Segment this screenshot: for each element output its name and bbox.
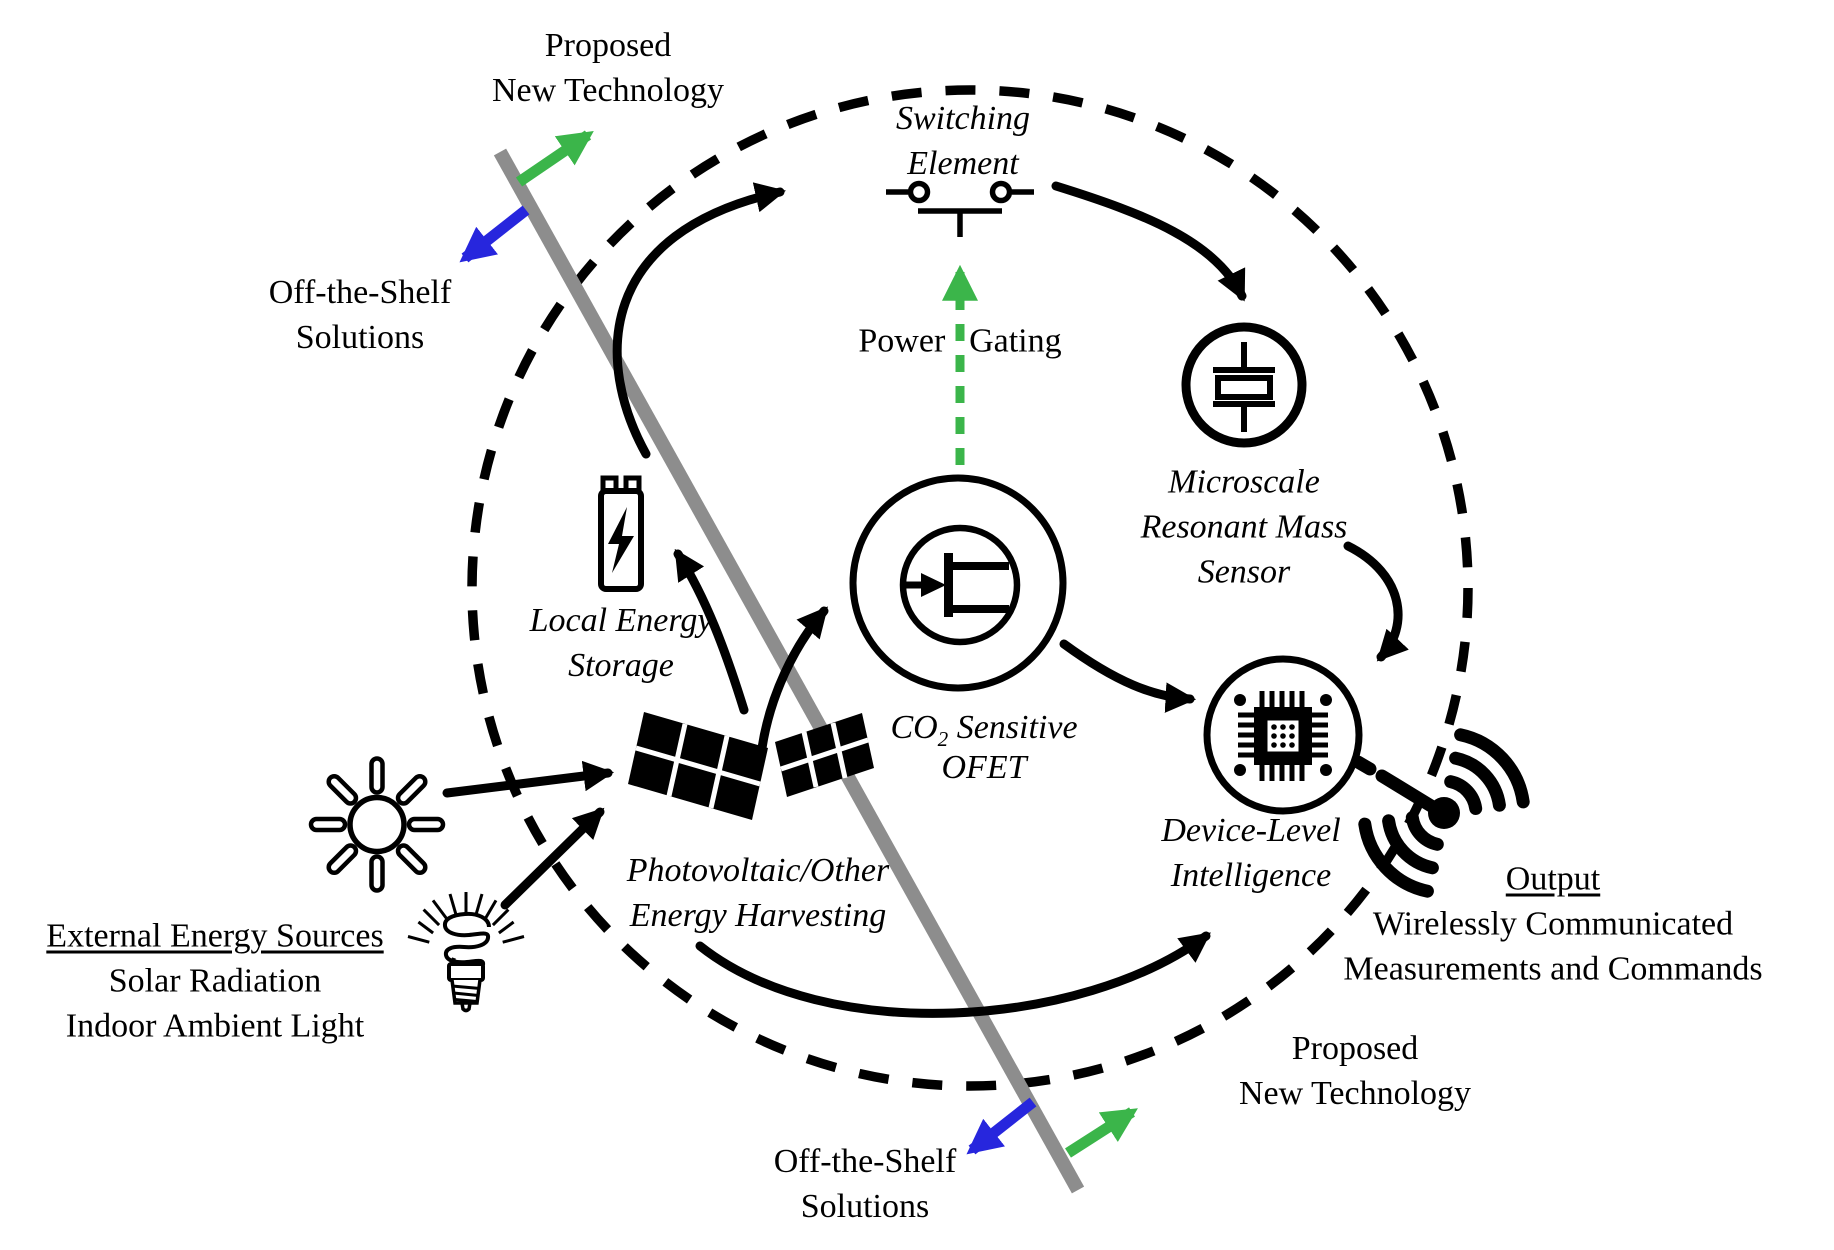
- arrow-proposed-top: [515, 130, 594, 187]
- label-line: Wirelessly Communicated: [1372, 905, 1734, 943]
- label-line: Off-the-Shelf: [268, 274, 452, 311]
- label-line: Device-Level: [1161, 812, 1341, 849]
- label-off-the-shelf-top: Off-the-Shelf Solutions: [269, 270, 452, 360]
- microchip-icon: [1203, 655, 1363, 815]
- label-line: New Technology: [1238, 1075, 1472, 1112]
- arrow-switch-to-sensor: [1051, 181, 1247, 302]
- label-line: OFET: [941, 749, 1027, 786]
- label-line: Photovoltaic/Other: [626, 852, 890, 889]
- label-device-level-intelligence: Device-Level Intelligence: [1161, 808, 1340, 898]
- arrow-storage-to-switch: [612, 182, 786, 459]
- switch-icon: [886, 180, 1034, 237]
- label-co2-sensitive-ofet: CO2 Sensitive OFET: [890, 708, 1077, 788]
- label-line: Storage: [568, 647, 674, 684]
- label-line: Resonant Mass: [1140, 508, 1348, 546]
- label-photovoltaic-energy-harvesting: Photovoltaic/Other Energy Harvesting: [627, 848, 890, 938]
- label-line: Microscale: [1168, 463, 1320, 501]
- label-line: Indoor Ambient Light: [65, 1007, 365, 1045]
- label-line: Intelligence: [1170, 857, 1332, 894]
- label-line: Switching: [895, 100, 1031, 137]
- label-line: Element: [907, 145, 1019, 182]
- wireless-antenna-icon: [1351, 728, 1530, 898]
- system-boundary-dashed-circle: [467, 85, 1473, 1091]
- label-line: Proposed: [544, 27, 672, 64]
- arrow-sun-to-harvest: [442, 760, 615, 798]
- arrow-ofet-to-device: [1059, 639, 1197, 713]
- label-proposed-new-technology-top: Proposed New Technology: [492, 23, 724, 113]
- label-microscale-resonant-mass-sensor: Microscale Resonant Mass Sensor: [1141, 460, 1348, 595]
- label-line: External Energy Sources: [46, 917, 384, 955]
- label-line: Solutions: [800, 1188, 930, 1225]
- arrow-harvest-to-device: [695, 931, 1211, 1018]
- label-line: Proposed: [1291, 1030, 1419, 1067]
- label-output: Output Wirelessly Communicated Measureme…: [1343, 857, 1762, 992]
- label-line: Solar Radiation: [108, 962, 322, 1000]
- label-line: Local Energy: [529, 602, 713, 639]
- label-power-gating: Power Gating: [858, 319, 1061, 364]
- label-line: CO2 Sensitive: [890, 709, 1078, 751]
- arrow-offshelf-bottom: [966, 1097, 1037, 1155]
- label-off-the-shelf-bottom: Off-the-Shelf Solutions: [774, 1139, 957, 1229]
- label-line: Energy Harvesting: [629, 897, 887, 934]
- label-line: Measurements and Commands: [1343, 950, 1763, 988]
- label-line: New Technology: [491, 72, 725, 109]
- label-external-energy-sources: External Energy Sources Solar Radiation …: [46, 914, 383, 1049]
- arrow-proposed-bottom: [1065, 1107, 1138, 1158]
- ofet-transistor-icon: [849, 474, 1067, 692]
- arrow-harvest-to-storage: [673, 548, 749, 715]
- label-line: Solutions: [295, 319, 425, 356]
- arrow-harvest-to-ofet: [757, 606, 829, 753]
- arrow-offshelf-top: [459, 205, 530, 263]
- subscript: 2: [937, 726, 949, 751]
- label-line: Power Gating: [858, 322, 1062, 360]
- arrow-sensor-to-device: [1343, 541, 1409, 662]
- label-line: Output: [1505, 860, 1601, 898]
- label-local-energy-storage: Local Energy Storage: [530, 598, 713, 688]
- battery-icon: [598, 475, 644, 592]
- label-line: Sensor: [1197, 553, 1291, 591]
- sun-icon: [308, 756, 446, 893]
- resonant-mass-sensor-icon: [1181, 322, 1307, 448]
- label-switching-element: Switching Element: [896, 96, 1030, 186]
- arrow-bulb-to-harvest: [500, 807, 605, 910]
- label-line: Off-the-Shelf: [773, 1143, 957, 1180]
- label-proposed-new-technology-bottom: Proposed New Technology: [1239, 1026, 1471, 1116]
- solar-panels-icon: [628, 712, 874, 820]
- cfl-bulb-icon: [407, 892, 525, 1013]
